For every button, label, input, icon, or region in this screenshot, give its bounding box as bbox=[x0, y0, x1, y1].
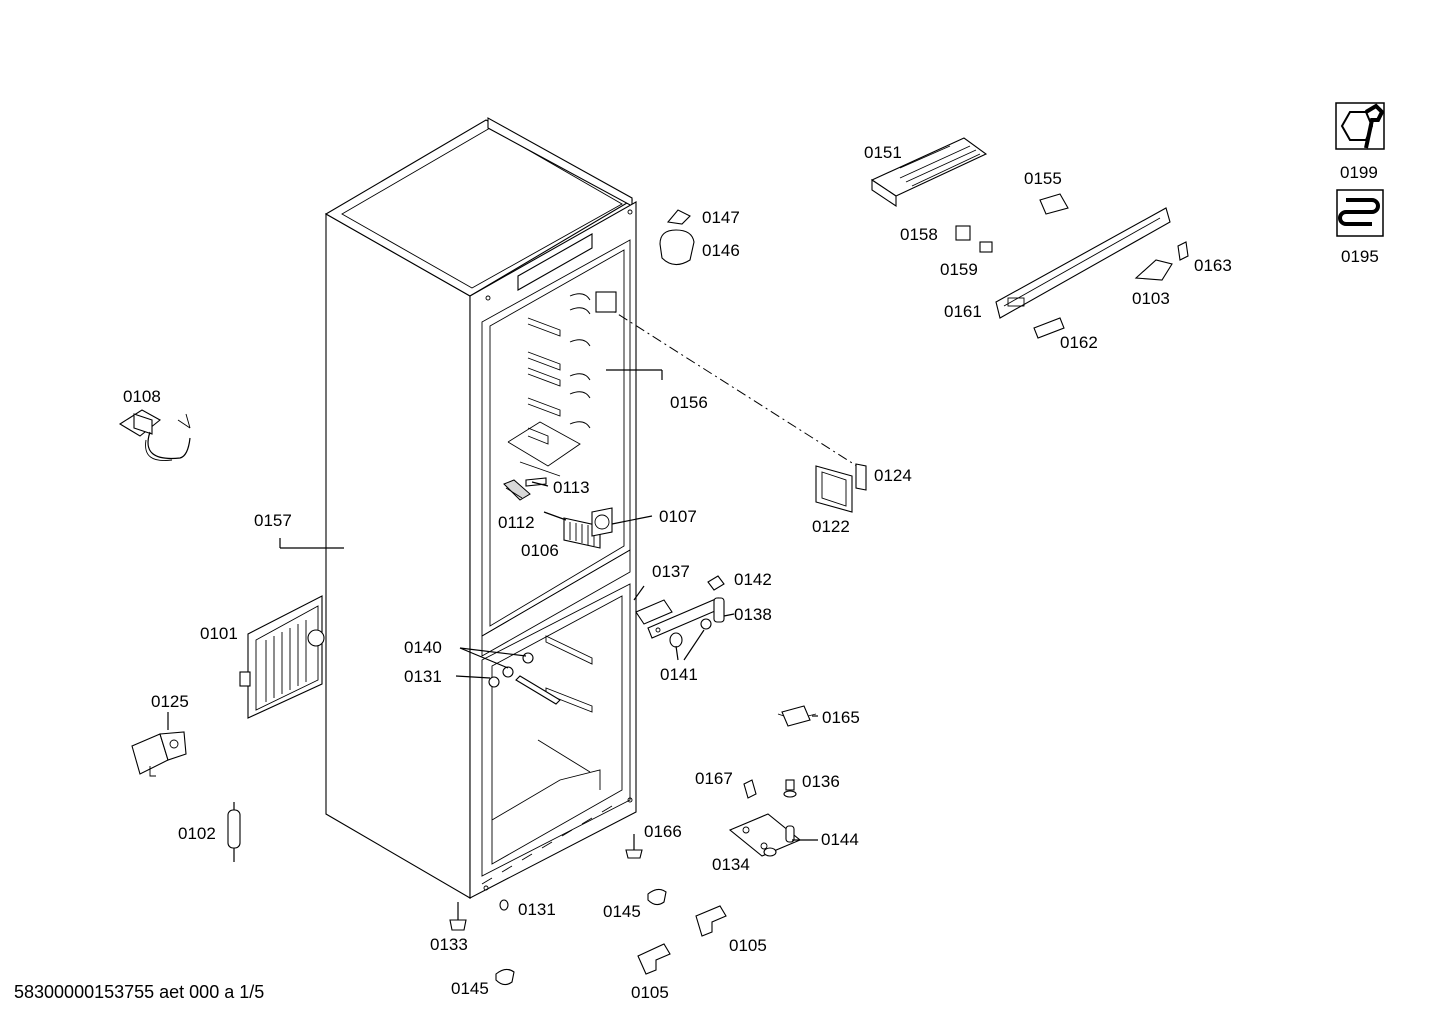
label-0157: 0157 bbox=[254, 511, 292, 530]
part-0165 bbox=[777, 705, 817, 727]
part-0122 bbox=[815, 465, 853, 513]
heating-coil-icon bbox=[1336, 189, 1384, 237]
part-0125 bbox=[131, 731, 187, 777]
part-0101 bbox=[239, 595, 325, 719]
part-0131 bbox=[499, 899, 509, 911]
part-0159 bbox=[979, 241, 993, 253]
label-0107: 0107 bbox=[659, 507, 697, 526]
part-0161 bbox=[995, 207, 1171, 319]
label-0105-lower: 0105 bbox=[631, 983, 669, 1002]
part-0145-a bbox=[647, 888, 667, 906]
part-0138 bbox=[647, 597, 725, 639]
label-0131-lower: 0131 bbox=[518, 900, 556, 919]
label-0113: 0113 bbox=[553, 478, 590, 497]
part-0147 bbox=[666, 209, 691, 225]
part-0156-vent bbox=[595, 291, 617, 313]
label-0138: 0138 bbox=[734, 605, 772, 624]
part-0107 bbox=[591, 507, 613, 537]
label-0145-lower: 0145 bbox=[451, 979, 489, 998]
label-0136: 0136 bbox=[802, 772, 840, 791]
label-0131-upper: 0131 bbox=[404, 667, 442, 686]
label-0161: 0161 bbox=[944, 302, 982, 321]
label-0102: 0102 bbox=[178, 824, 216, 843]
label-0124: 0124 bbox=[874, 466, 912, 485]
label-0106: 0106 bbox=[521, 541, 559, 560]
label-0199: 0199 bbox=[1340, 163, 1378, 182]
label-0155: 0155 bbox=[1024, 169, 1062, 188]
part-0106 bbox=[563, 517, 601, 549]
label-0125: 0125 bbox=[151, 692, 189, 711]
label-0156: 0156 bbox=[670, 393, 708, 412]
label-0133: 0133 bbox=[430, 935, 468, 954]
label-0145-upper: 0145 bbox=[603, 902, 641, 921]
part-labels: 0151 0155 0158 0159 0161 0162 0163 0103 … bbox=[123, 143, 1379, 1002]
part-0163 bbox=[1177, 241, 1189, 261]
label-0134: 0134 bbox=[712, 855, 750, 874]
part-0102 bbox=[227, 802, 241, 862]
part-0105-a bbox=[695, 905, 727, 937]
part-0155 bbox=[1039, 193, 1069, 215]
label-0166: 0166 bbox=[644, 822, 682, 841]
label-0122: 0122 bbox=[812, 517, 850, 536]
part-0145-b bbox=[495, 968, 515, 986]
label-0158: 0158 bbox=[900, 225, 938, 244]
label-0141: 0141 bbox=[660, 665, 698, 684]
service-tool-icon bbox=[1335, 102, 1385, 150]
part-0137 bbox=[635, 599, 673, 625]
part-0144 bbox=[728, 813, 802, 857]
diagram-footer-code: 58300000153755 aet 000 a 1/5 bbox=[14, 982, 264, 1002]
part-0142 bbox=[707, 575, 725, 591]
label-0163: 0163 bbox=[1194, 256, 1232, 275]
label-0151: 0151 bbox=[864, 143, 902, 162]
part-0103 bbox=[1134, 259, 1173, 281]
part-0108 bbox=[118, 409, 191, 462]
label-0165: 0165 bbox=[822, 708, 860, 727]
part-0140 bbox=[488, 652, 561, 705]
part-0166 bbox=[625, 834, 643, 859]
part-0112 bbox=[503, 479, 531, 501]
label-0159: 0159 bbox=[940, 260, 978, 279]
label-0142: 0142 bbox=[734, 570, 772, 589]
label-0108: 0108 bbox=[123, 387, 161, 406]
part-0162 bbox=[1033, 317, 1065, 339]
label-0140: 0140 bbox=[404, 638, 442, 657]
part-0136 bbox=[783, 779, 797, 798]
fridge-cabinet bbox=[324, 117, 637, 899]
label-0147: 0147 bbox=[702, 208, 740, 227]
label-0167: 0167 bbox=[695, 769, 733, 788]
label-0162: 0162 bbox=[1060, 333, 1098, 352]
label-0144: 0144 bbox=[821, 830, 859, 849]
part-0146 bbox=[659, 229, 695, 266]
part-0141 bbox=[669, 632, 683, 648]
part-0105-b bbox=[637, 943, 671, 975]
label-0146: 0146 bbox=[702, 241, 740, 260]
part-0158 bbox=[955, 225, 971, 241]
label-0101: 0101 bbox=[200, 624, 238, 643]
label-0137: 0137 bbox=[652, 562, 690, 581]
label-0103: 0103 bbox=[1132, 289, 1170, 308]
part-0124 bbox=[855, 463, 867, 491]
part-0167 bbox=[743, 779, 757, 799]
label-0105-upper: 0105 bbox=[729, 936, 767, 955]
label-0195: 0195 bbox=[1341, 247, 1379, 266]
part-0133 bbox=[449, 902, 467, 931]
part-0151 bbox=[870, 137, 988, 208]
label-0112: 0112 bbox=[498, 513, 535, 532]
